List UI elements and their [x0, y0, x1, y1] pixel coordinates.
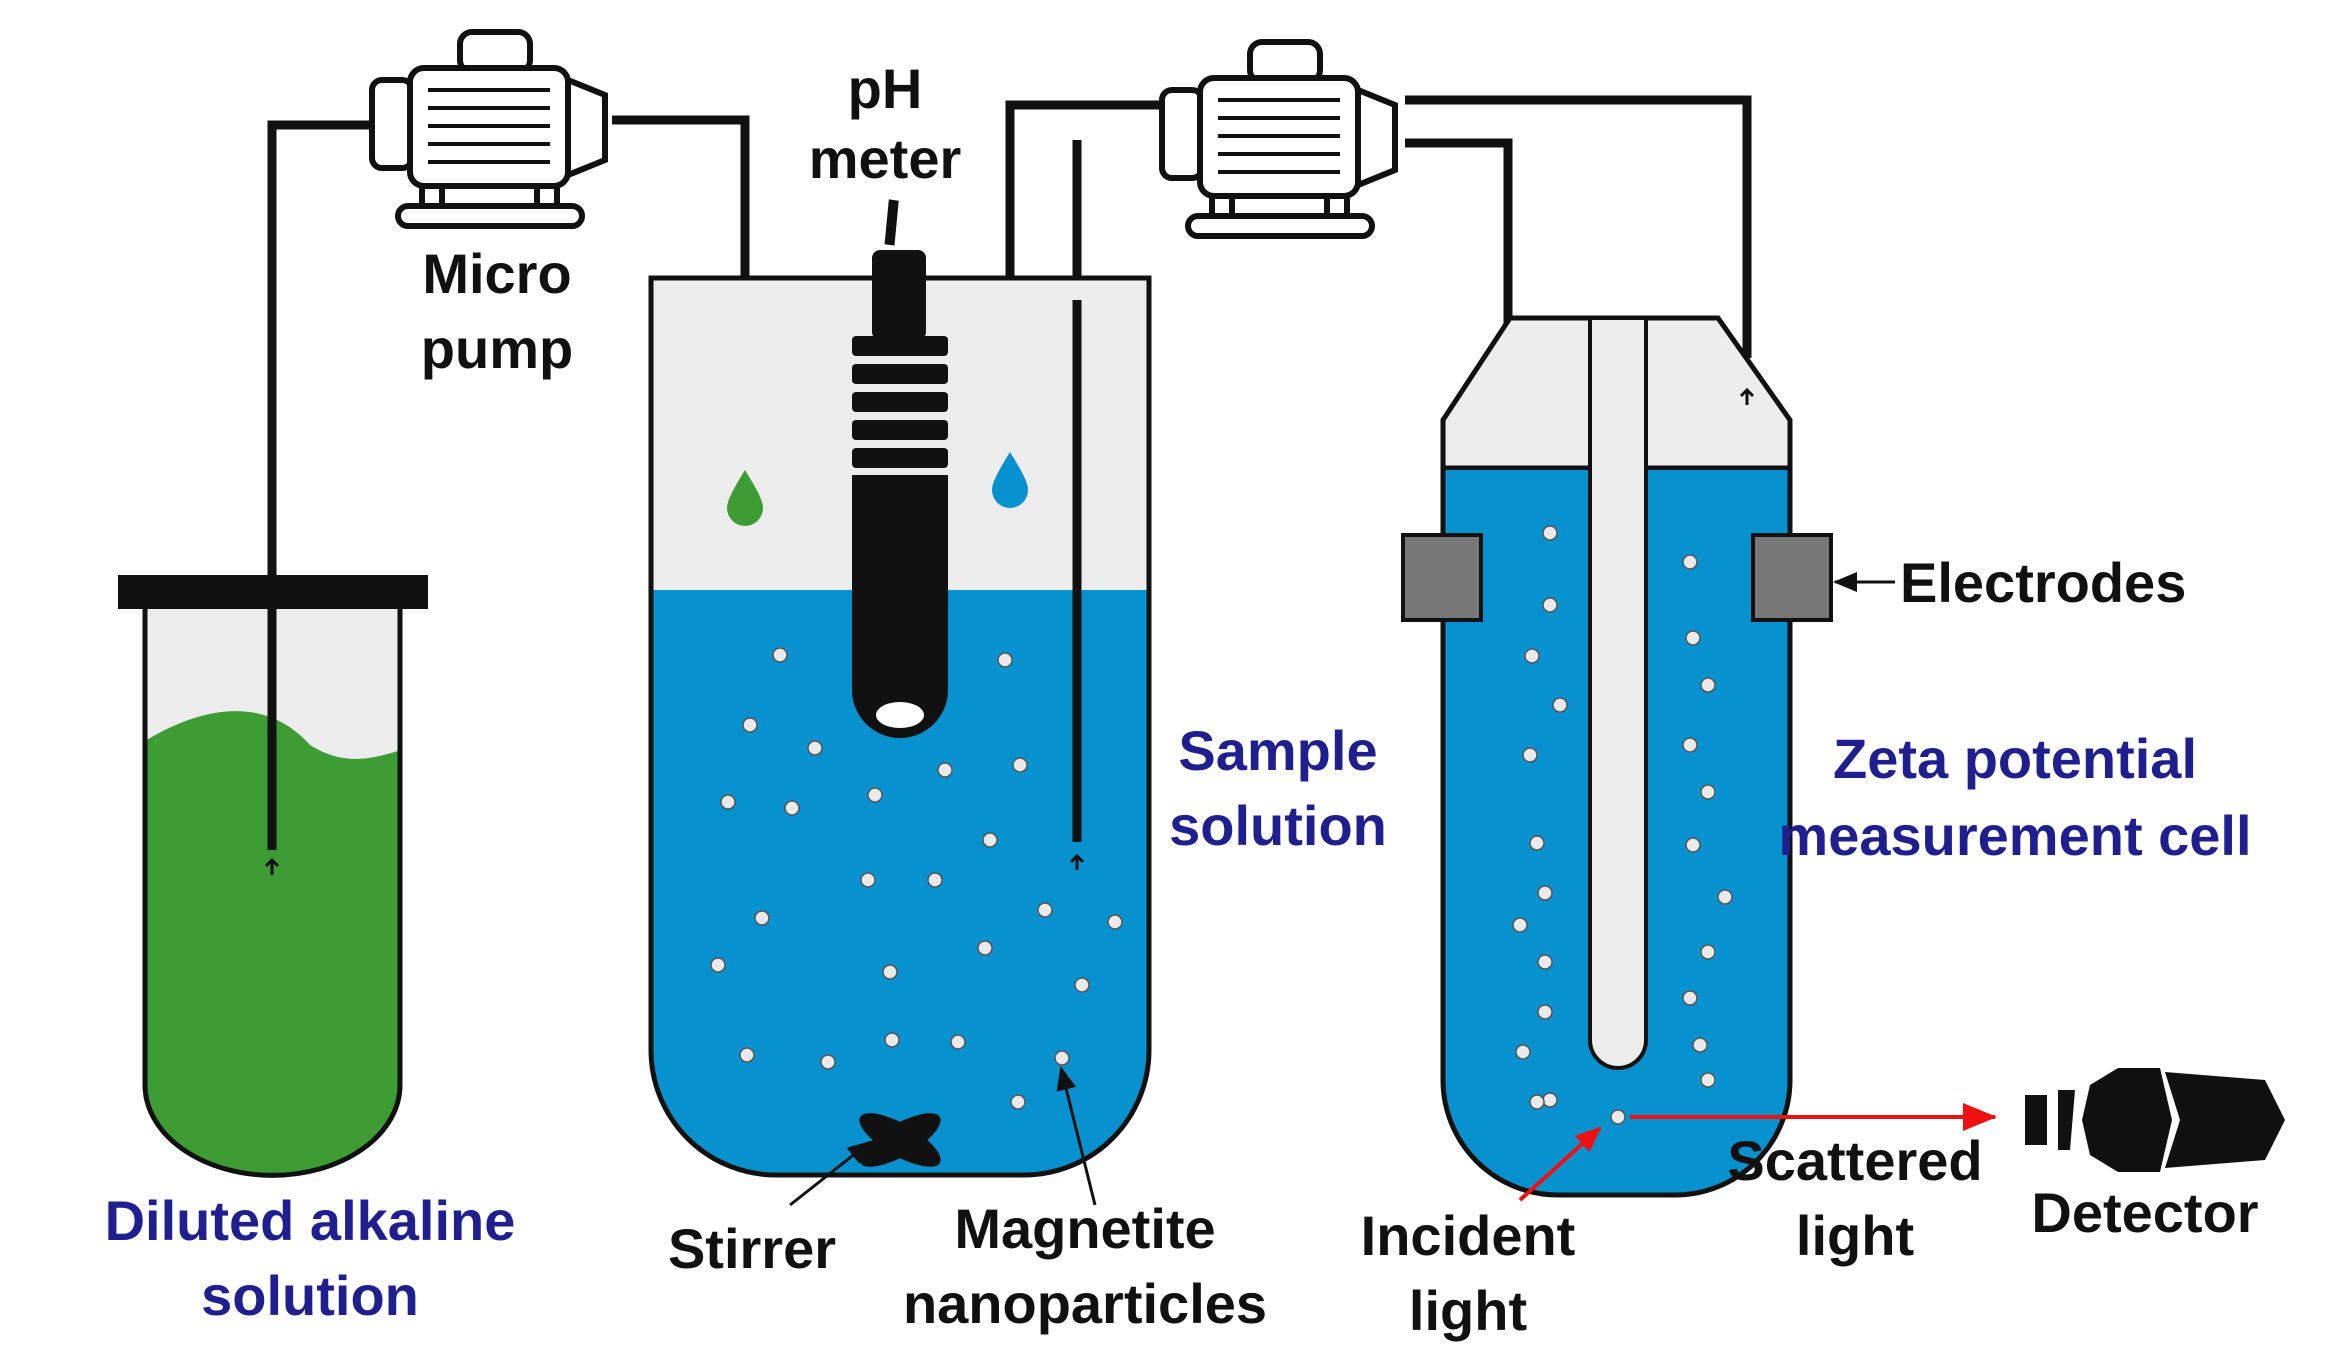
magnetite-pointer [1056, 1066, 1097, 1206]
light-paths [1518, 1103, 1997, 1202]
scattered-light-label-1: Scattered [1727, 1129, 1982, 1192]
ph-meter-probe [852, 199, 948, 738]
zeta-cell [1401, 315, 1833, 1198]
green-droplet [727, 470, 763, 526]
electrodes-label: Electrodes [1900, 551, 2186, 614]
sample-solution-label-2: solution [1169, 794, 1387, 857]
zeta-cell-label-1: Zeta potential [1833, 727, 2197, 790]
scattered-light-label-2: light [1796, 1204, 1914, 1267]
micro-pump-label-2: pump [421, 317, 573, 380]
magnetite-particles-cell [1512, 525, 1733, 1125]
scatter-particle [1529, 1094, 1545, 1110]
magnetite-label-2: nanoparticles [903, 1272, 1267, 1335]
sample-solution-label-1: Sample [1178, 719, 1377, 782]
diluted-alkaline-label-2: solution [201, 1264, 419, 1327]
tubing [267, 95, 1752, 850]
incident-light-label-2: light [1409, 1279, 1527, 1342]
ph-meter-label-2: meter [809, 127, 962, 190]
zeta-cell-label-2: measurement cell [1778, 804, 2251, 867]
alkaline-liquid [145, 711, 401, 1176]
labels: Micro pump pH meter Sample solution Zeta… [105, 57, 2259, 1342]
incident-light-label-1: Incident [1361, 1204, 1576, 1267]
electrode-left [1401, 533, 1483, 622]
stirrer-pointer [789, 1140, 872, 1207]
incident-light-arrow [1518, 1126, 1602, 1202]
detector-label: Detector [2031, 1181, 2258, 1244]
label-pointers [789, 572, 1895, 1207]
stirrer-label: Stirrer [668, 1217, 836, 1280]
diluted-alkaline-label-1: Diluted alkaline [105, 1189, 516, 1252]
micro-pump-left [369, 29, 608, 229]
stirrer-bar [859, 1113, 941, 1167]
electrode-right [1751, 533, 1833, 622]
micro-pump-right [1159, 39, 1398, 239]
ph-meter-label-1: pH [848, 57, 923, 120]
detector-icon [2025, 1068, 2285, 1172]
magnetite-label-1: Magnetite [954, 1197, 1215, 1260]
magnetite-particles-beaker [710, 647, 1123, 1110]
blue-droplet-beaker [992, 452, 1028, 508]
micro-pump-label-1: Micro [422, 242, 571, 305]
